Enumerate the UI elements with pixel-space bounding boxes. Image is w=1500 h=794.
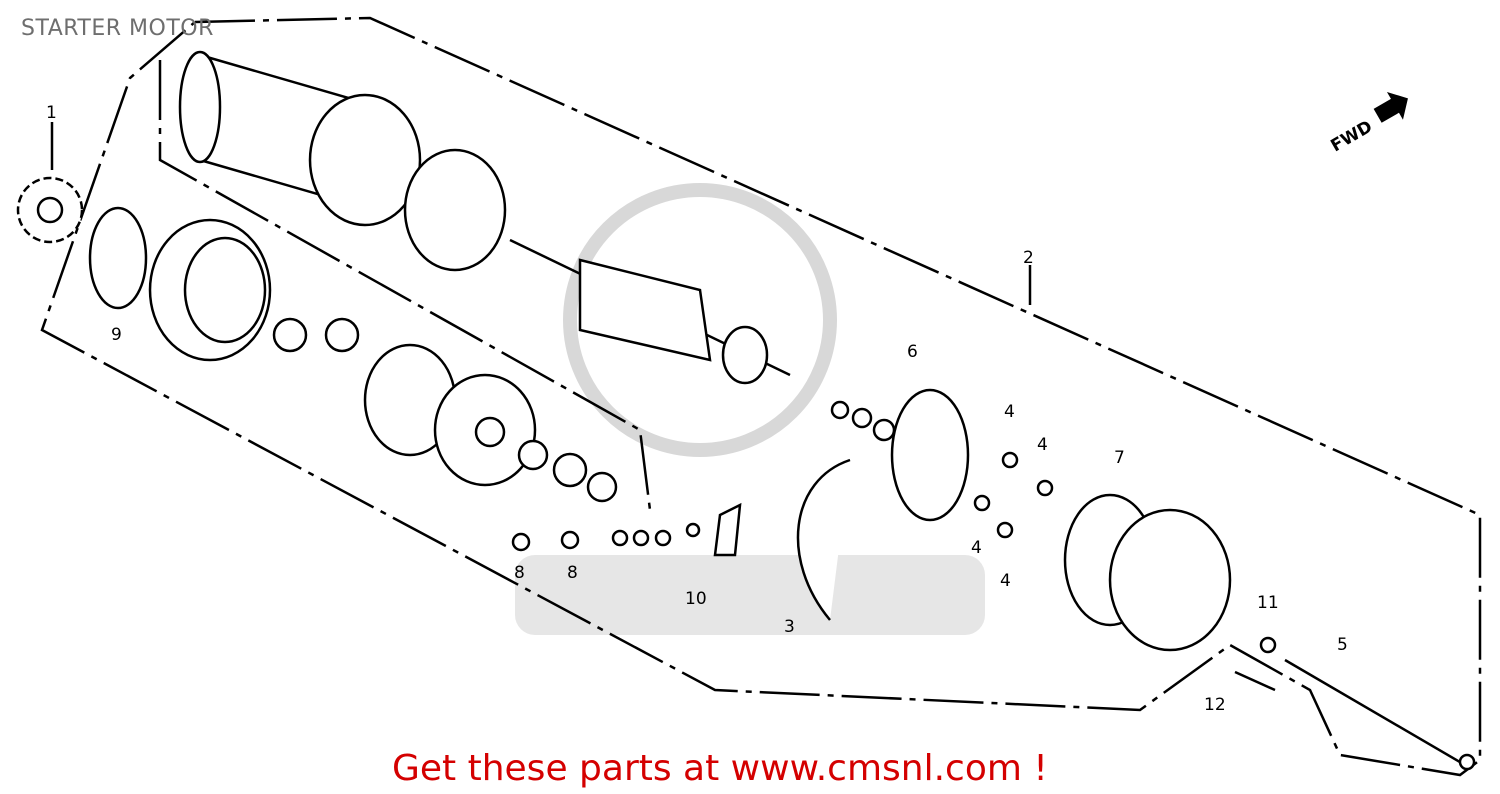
washer bbox=[611, 529, 629, 547]
washer bbox=[517, 439, 549, 471]
screw-4 bbox=[996, 521, 1014, 539]
washer bbox=[654, 529, 672, 547]
callout-7: 7 bbox=[1114, 448, 1125, 468]
callout-8: 8 bbox=[567, 563, 578, 583]
callout-2: 2 bbox=[1023, 248, 1034, 268]
washer-11 bbox=[1259, 636, 1277, 654]
callout-12: 12 bbox=[1204, 695, 1226, 715]
assembly-outline bbox=[40, 16, 1482, 777]
callout-4: 4 bbox=[971, 538, 982, 558]
callout-5: 5 bbox=[1337, 635, 1348, 655]
o-ring-9 bbox=[88, 206, 148, 310]
callout-4: 4 bbox=[1000, 571, 1011, 591]
callout-10: 10 bbox=[685, 589, 707, 609]
seal-10 bbox=[713, 502, 742, 557]
diagram-title: STARTER MOTOR bbox=[21, 16, 214, 41]
screw-4 bbox=[1036, 479, 1054, 497]
callout-4: 4 bbox=[1004, 402, 1015, 422]
bolt-5-end bbox=[1458, 753, 1476, 771]
nut-8 bbox=[511, 532, 531, 552]
screw-4 bbox=[973, 494, 991, 512]
fwd-label: FWD bbox=[1328, 117, 1377, 157]
watermark bbox=[515, 183, 985, 635]
brush-holder-6 bbox=[890, 388, 970, 522]
nut-8 bbox=[560, 530, 580, 550]
callout-8: 8 bbox=[514, 563, 525, 583]
screw-4 bbox=[1001, 451, 1019, 469]
washer bbox=[632, 529, 650, 547]
yoke-housing bbox=[178, 50, 422, 227]
o-ring-10 bbox=[685, 522, 701, 538]
callout-6: 6 bbox=[907, 342, 918, 362]
callout-3: 3 bbox=[784, 617, 795, 637]
footer-promo-link[interactable]: Get these parts at www.cmsnl.com ! bbox=[392, 748, 1048, 789]
callout-9: 9 bbox=[111, 325, 122, 345]
front-cover bbox=[148, 218, 272, 362]
inner-outline bbox=[158, 60, 652, 511]
forward-direction-indicator: FWD bbox=[1328, 91, 1408, 157]
callout-11: 11 bbox=[1257, 593, 1279, 613]
magnet-ring bbox=[403, 148, 507, 272]
bolt-12 bbox=[1234, 670, 1276, 692]
washer bbox=[851, 407, 873, 429]
starter-gear-1 bbox=[16, 176, 84, 244]
gear bbox=[324, 317, 360, 353]
bolt-5 bbox=[1284, 658, 1466, 767]
brush-terminal-3 bbox=[796, 458, 851, 621]
washer bbox=[872, 418, 896, 442]
washer bbox=[552, 452, 588, 488]
forward-arrow-icon bbox=[1373, 91, 1408, 123]
gear bbox=[272, 317, 308, 353]
rear-cover-7 bbox=[1063, 493, 1232, 652]
armature bbox=[509, 238, 791, 385]
washer bbox=[586, 471, 618, 503]
callout-4: 4 bbox=[1037, 435, 1048, 455]
washer bbox=[830, 400, 850, 420]
callout-1: 1 bbox=[46, 103, 57, 123]
gear-plate-hub bbox=[474, 416, 506, 448]
